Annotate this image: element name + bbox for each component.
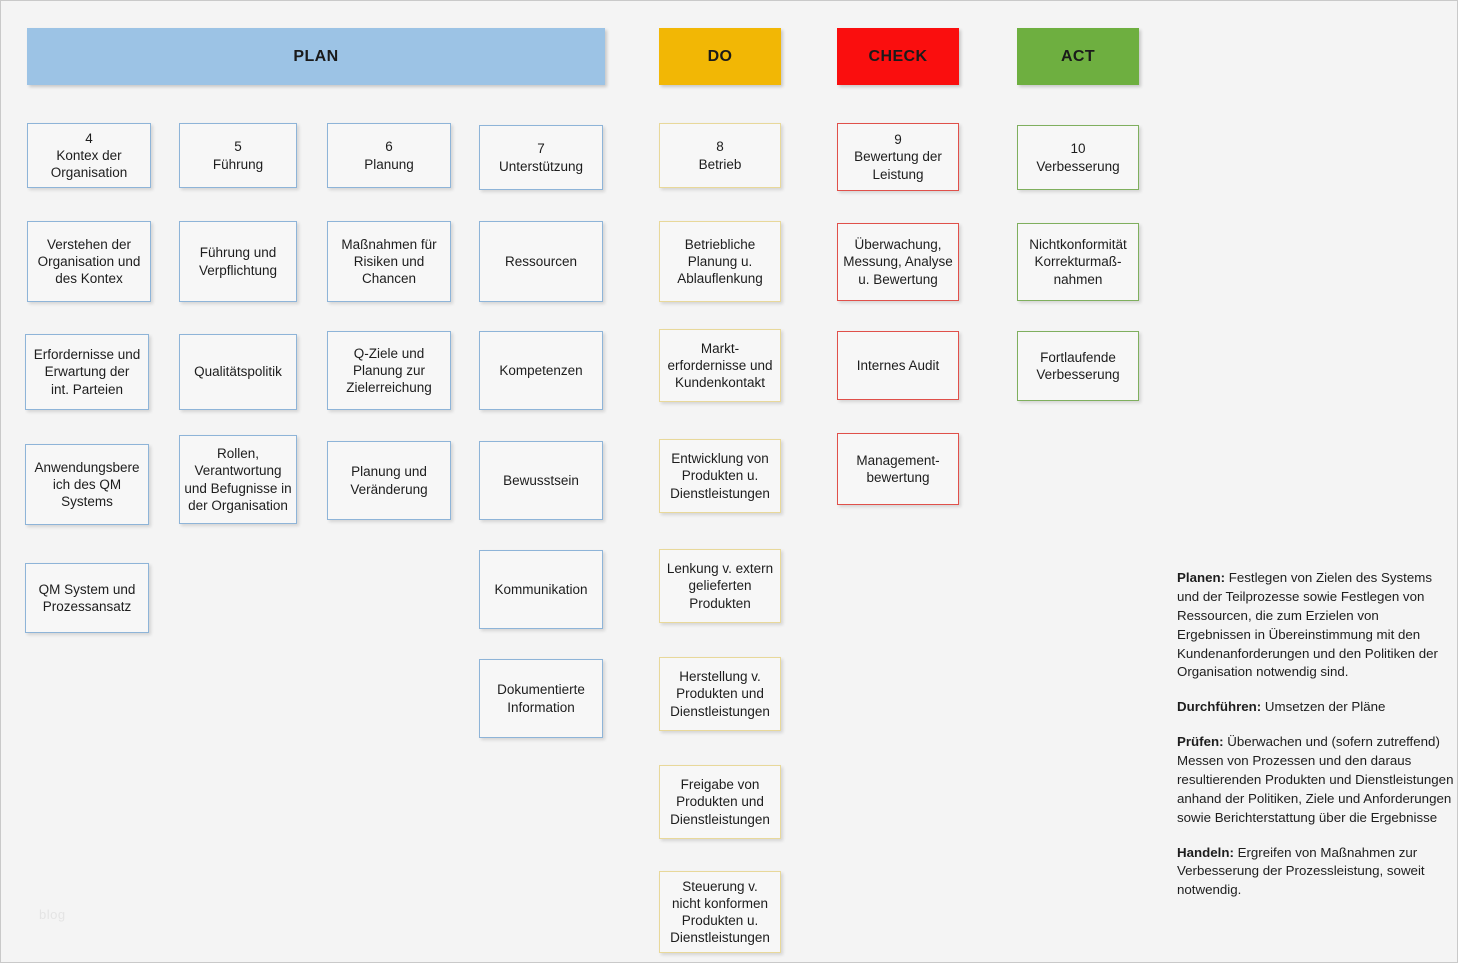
check-9-item-3[interactable]: Management- bewertung (837, 433, 959, 505)
check-9-item-2-label: Internes Audit (856, 357, 940, 373)
check-9-item-1[interactable]: Überwachung, Messung, Analyse u. Bewertu… (837, 223, 959, 301)
plan-4-item-1[interactable]: Verstehen der Organisation und des Konte… (27, 221, 151, 302)
plan-7-item-2-label: Kompetenzen (499, 362, 583, 378)
check-9-item-1-label: Überwachung, Messung, Analyse u. Bewertu… (843, 237, 953, 287)
plan-4-item-4-label: QM System und Prozessansatz (38, 581, 136, 614)
plan-7-item-1-label: Ressourcen (504, 253, 578, 269)
phase-header-plan: PLAN (27, 28, 605, 85)
phase-header-act: ACT (1017, 28, 1139, 85)
phase-header-act-label: ACT (1060, 47, 1096, 65)
plan-6-item-2[interactable]: Q-Ziele und Planung zur Zielerreichung (327, 331, 451, 410)
chapter-card-10[interactable]: 10 Verbesserung (1017, 125, 1139, 190)
do-8-item-1[interactable]: Betriebliche Planung u. Ablauflenkung (659, 221, 781, 302)
chapter-card-6-text: 6 Planung (364, 139, 414, 172)
act-10-item-1[interactable]: Nichtkonformität Korrekturmaß- nahmen (1017, 223, 1139, 301)
plan-6-item-3[interactable]: Planung und Veränderung (327, 441, 451, 520)
do-8-item-3[interactable]: Entwicklung von Produkten u. Dienstleist… (659, 439, 781, 513)
plan-7-item-2[interactable]: Kompetenzen (479, 331, 603, 410)
legend-text-handeln: Ergreifen von Maßnahmen zur Verbesserung… (1177, 844, 1425, 898)
do-8-item-3-label: Entwicklung von Produkten u. Dienstleist… (670, 451, 770, 501)
blog-watermark-label: blog (39, 907, 66, 922)
legend-term-handeln: Handeln: (1177, 844, 1234, 860)
plan-4-item-3-label: Anwendungsbere ich des QM Systems (34, 459, 140, 510)
chapter-card-5-text: 5 Führung (212, 139, 264, 172)
do-8-item-6-label: Freigabe von Produkten und Dienstleistun… (670, 777, 770, 827)
legend-text-pruefen: Überwachen und (sofern zutreffend) Messe… (1177, 734, 1454, 825)
plan-4-item-2[interactable]: Erfordernisse und Erwartung der int. Par… (25, 334, 149, 410)
pdca-legend: Planen: Festlegen von Zielen des Systems… (1177, 569, 1455, 916)
chapter-card-10-text: 10 Verbesserung (1036, 141, 1120, 174)
plan-7-item-4-label: Kommunikation (494, 581, 588, 597)
phase-header-plan-label: PLAN (293, 47, 339, 65)
plan-7-item-5[interactable]: Dokumentierte Information (479, 659, 603, 738)
chapter-card-4[interactable]: 4 Kontex der Organisation (27, 123, 151, 188)
plan-6-item-1[interactable]: Maßnahmen für Risiken und Chancen (327, 221, 451, 302)
do-8-item-6[interactable]: Freigabe von Produkten und Dienstleistun… (659, 765, 781, 839)
plan-6-item-2-label: Q-Ziele und Planung zur Zielerreichung (346, 345, 432, 396)
plan-5-item-2-label: Qualitätspolitik (194, 364, 282, 380)
chapter-card-8-text: 8 Betrieb (698, 139, 742, 172)
do-8-item-5[interactable]: Herstellung v. Produkten und Dienstleist… (659, 657, 781, 731)
plan-4-item-2-label: Erfordernisse und Erwartung der int. Par… (33, 347, 141, 397)
chapter-card-5[interactable]: 5 Führung (179, 123, 297, 188)
legend-entry-planen: Planen: Festlegen von Zielen des Systems… (1177, 569, 1455, 682)
plan-7-item-3-label: Bewusstsein (503, 472, 579, 488)
legend-entry-pruefen: Prüfen: Überwachen und (sofern zutreffen… (1177, 733, 1455, 827)
chapter-card-8[interactable]: 8 Betrieb (659, 123, 781, 188)
do-8-item-1-label: Betriebliche Planung u. Ablauflenkung (677, 236, 763, 287)
chapter-card-6[interactable]: 6 Planung (327, 123, 451, 188)
plan-4-item-4[interactable]: QM System und Prozessansatz (25, 563, 149, 633)
do-8-item-2[interactable]: Markt- erfordernisse und Kundenkontakt (659, 329, 781, 402)
chapter-card-7-text: 7 Unterstützung (498, 141, 584, 174)
plan-6-item-1-label: Maßnahmen für Risiken und Chancen (341, 236, 437, 287)
plan-7-item-4[interactable]: Kommunikation (479, 550, 603, 629)
chapter-card-4-text: 4 Kontex der Organisation (50, 130, 128, 181)
plan-5-item-1-label: Führung und Verpflichtung (198, 245, 278, 278)
legend-text-planen: Festlegen von Zielen des Systems und der… (1177, 570, 1438, 680)
do-8-item-2-label: Markt- erfordernisse und Kundenkontakt (667, 340, 773, 391)
legend-entry-handeln: Handeln: Ergreifen von Maßnahmen zur Ver… (1177, 844, 1455, 901)
do-8-item-7[interactable]: Steuerung v. nicht konformen Produkten u… (659, 871, 781, 953)
chapter-card-9-text: 9 Bewertung der Leistung (854, 132, 942, 182)
chapter-card-9[interactable]: 9 Bewertung der Leistung (837, 123, 959, 191)
legend-term-pruefen: Prüfen: (1177, 734, 1224, 750)
phase-header-check: CHECK (837, 28, 959, 85)
act-10-item-1-label: Nichtkonformität Korrekturmaß- nahmen (1029, 237, 1127, 287)
plan-7-item-1[interactable]: Ressourcen (479, 221, 603, 302)
plan-5-item-1[interactable]: Führung und Verpflichtung (179, 221, 297, 302)
plan-7-item-5-label: Dokumentierte Information (497, 682, 585, 715)
plan-6-item-3-label: Planung und Veränderung (350, 464, 428, 497)
check-9-item-3-label: Management- bewertung (856, 452, 940, 485)
phase-header-do: DO (659, 28, 781, 85)
do-8-item-4[interactable]: Lenkung v. extern gelieferten Produkten (659, 549, 781, 623)
legend-term-durchfuehren: Durchführen: (1177, 699, 1262, 715)
check-9-item-2[interactable]: Internes Audit (837, 331, 959, 400)
plan-5-item-3-label: Rollen, Verantwortung und Befugnisse in … (184, 446, 292, 513)
do-8-item-4-label: Lenkung v. extern gelieferten Produkten (666, 561, 774, 611)
legend-text-durchfuehren: Umsetzen der Pläne (1261, 699, 1386, 715)
do-8-item-7-label: Steuerung v. nicht konformen Produkten u… (670, 878, 770, 946)
act-10-item-2[interactable]: Fortlaufende Verbesserung (1017, 331, 1139, 401)
plan-4-item-1-label: Verstehen der Organisation und des Konte… (37, 236, 141, 287)
legend-term-planen: Planen: (1177, 570, 1226, 585)
legend-entry-durchfuehren: Durchführen: Umsetzen der Pläne (1177, 698, 1455, 717)
plan-5-item-2[interactable]: Qualitätspolitik (179, 334, 297, 410)
phase-header-do-label: DO (707, 47, 733, 65)
plan-5-item-3[interactable]: Rollen, Verantwortung und Befugnisse in … (179, 435, 297, 524)
do-8-item-5-label: Herstellung v. Produkten und Dienstleist… (670, 669, 770, 719)
blog-watermark: blog (39, 907, 66, 922)
chapter-card-7[interactable]: 7 Unterstützung (479, 125, 603, 190)
phase-header-check-label: CHECK (868, 47, 928, 65)
act-10-item-2-label: Fortlaufende Verbesserung (1036, 349, 1120, 382)
plan-4-item-3[interactable]: Anwendungsbere ich des QM Systems (25, 444, 149, 525)
plan-7-item-3[interactable]: Bewusstsein (479, 441, 603, 520)
